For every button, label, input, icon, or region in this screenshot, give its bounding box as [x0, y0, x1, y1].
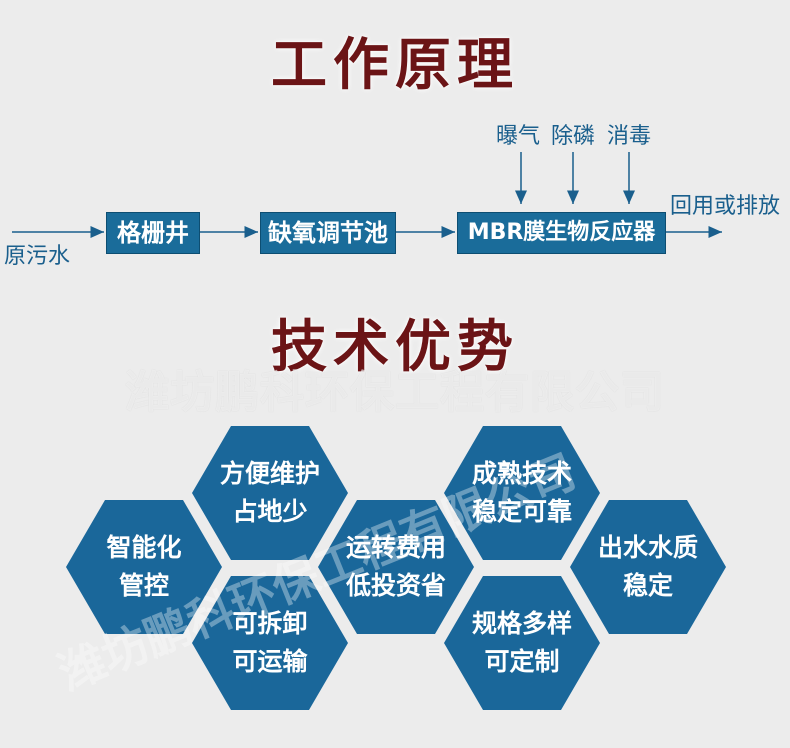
- flow-output-label: 回用或排放: [670, 194, 781, 219]
- hex-text-line2: 低投资省: [345, 571, 446, 600]
- flow-arrows: [12, 152, 722, 238]
- flow-source-label: 原污水: [4, 244, 71, 269]
- hex-text-line1: 出水水质: [597, 533, 698, 562]
- hex-text-line1: 规格多样: [471, 609, 572, 638]
- hex-water-quality: 出水水质 稳定: [570, 500, 726, 634]
- flow-input-aeration: 曝气: [496, 124, 541, 149]
- hex-text-line1: 运转费用: [345, 533, 446, 562]
- hex-text-line2: 占地少: [232, 497, 308, 526]
- hex-text-line2: 可运输: [232, 647, 308, 676]
- hex-text-line2: 稳定: [622, 571, 673, 600]
- hex-maintenance: 方便维护 占地少: [192, 426, 348, 560]
- hex-customizable: 规格多样 可定制: [444, 576, 600, 710]
- title-advantages: 技术优势: [271, 315, 519, 380]
- hex-text-line2: 管控: [118, 571, 169, 600]
- flow-step-anoxic-tank: 缺氧调节池: [260, 212, 396, 254]
- hex-mature-tech: 成熟技术 稳定可靠: [444, 426, 600, 560]
- hex-text-line1: 方便维护: [219, 459, 320, 488]
- hex-text-line1: 智能化: [106, 533, 182, 562]
- flow-input-phosphorus: 除磷: [551, 124, 596, 149]
- hex-portable: 可拆卸 可运输: [192, 576, 348, 710]
- flow-input-disinfect: 消毒: [607, 124, 652, 149]
- watermark-text: 潍坊鹏科环保工程有限公司: [125, 367, 665, 418]
- hex-text-line1: 可拆卸: [232, 609, 308, 638]
- hex-text-line2: 稳定可靠: [471, 497, 572, 526]
- flow-step-screen-well: 格栅井: [106, 212, 200, 254]
- hex-smart-control: 智能化 管控: [66, 500, 222, 634]
- hex-text-line2: 可定制: [484, 647, 560, 676]
- flow-step-mbr-reactor: MBR膜生物反应器: [457, 212, 666, 254]
- title-principle: 工作原理: [271, 33, 519, 98]
- hex-low-cost: 运转费用 低投资省: [318, 500, 474, 634]
- hex-text-line1: 成熟技术: [471, 459, 572, 488]
